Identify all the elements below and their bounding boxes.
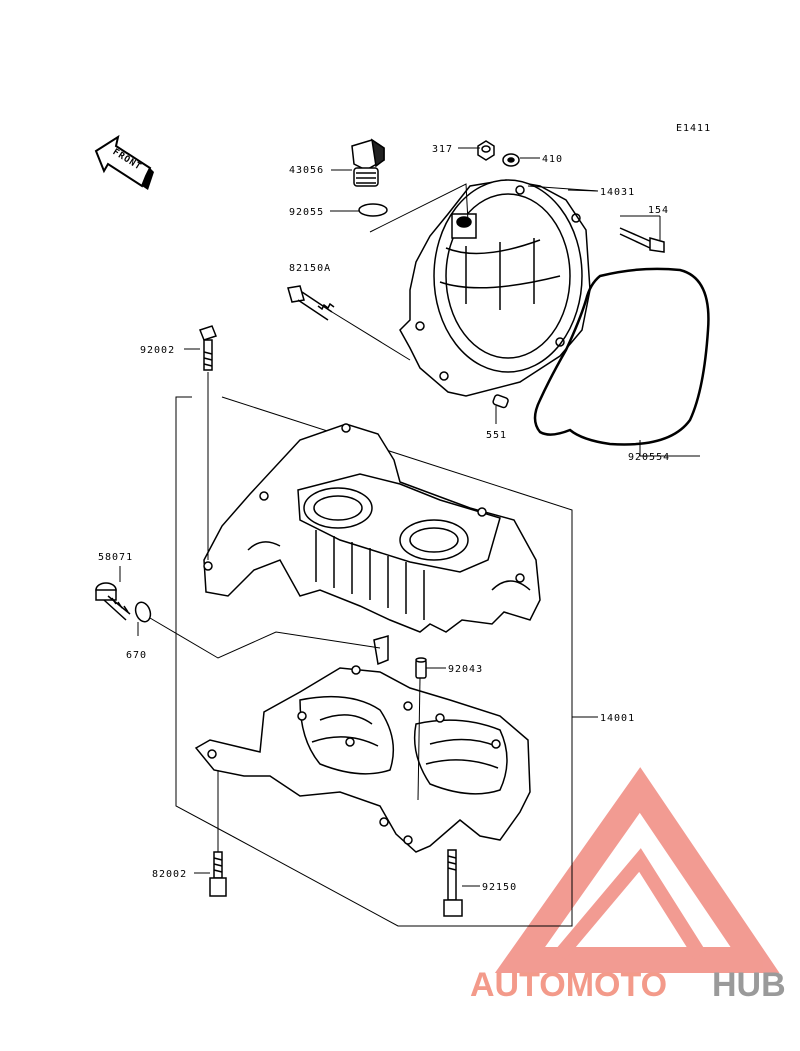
assembly-bracket [175,396,598,927]
crankcase-hardware [95,325,463,917]
watermark-logo [494,767,780,973]
label-92002: 92002 [140,345,175,356]
label-14031: 14031 [600,187,635,198]
diagram-code: E1411 [676,123,711,134]
bolt-92002-icon [199,325,217,371]
watermark-text-part2: HUB [712,966,786,1004]
washer-icon [502,153,520,167]
label-58071: 58071 [98,552,133,563]
crankcase-cover-group [287,138,710,446]
bolt-icon [619,227,665,253]
label-551: 551 [486,430,507,441]
label-920554: 920554 [628,452,670,463]
hardware-leader-lines [119,348,480,887]
bolt-92150-icon [443,849,463,917]
cover-housing [399,179,591,397]
label-317: 317 [432,144,453,155]
oil-plug-icon [95,582,131,621]
label-92043: 92043 [448,664,483,675]
label-92150: 92150 [482,882,517,893]
drain-plug-icon [351,138,385,187]
upper-crankcase [203,423,541,633]
o-ring-small-icon [358,203,388,217]
label-410: 410 [542,154,563,165]
label-82002: 82002 [152,869,187,880]
pin-92043-icon [415,657,427,679]
front-arrow-icon: FRONT [94,134,154,190]
dowel-pin-icon [492,394,509,409]
part-labels: 317 410 43056 14031 92055 154 82150A 920… [98,144,670,893]
label-82150A: 82150A [289,263,331,274]
label-43056: 43056 [289,165,324,176]
cover-leader-lines [330,147,700,457]
lower-crankcase [194,635,531,853]
o-ring-670-icon [134,601,152,623]
watermark-text-part1: AUTOMOTO [470,966,667,1004]
label-92055: 92055 [289,207,324,218]
nut-icon [477,140,495,161]
bolt-82002-icon [209,851,227,897]
label-14001: 14001 [600,713,635,724]
gasket-large-icon [533,267,710,446]
label-154: 154 [648,205,669,216]
label-670: 670 [126,650,147,661]
stud-bolt-icon [287,285,335,321]
